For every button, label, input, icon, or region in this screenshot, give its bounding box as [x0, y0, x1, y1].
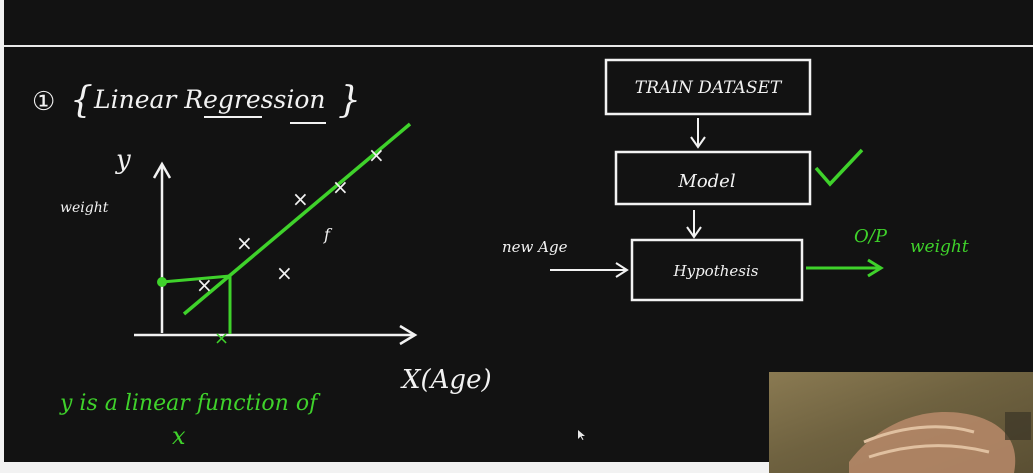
data-point: × — [292, 187, 309, 211]
projection-lines — [161, 274, 232, 334]
graph-axes — [134, 161, 418, 346]
train-dataset-box — [604, 58, 812, 116]
data-point: × — [196, 273, 213, 297]
y-quantity-label: weight — [60, 200, 109, 216]
checkmark-icon — [814, 148, 864, 187]
cursor-icon — [578, 430, 585, 440]
hypothesis-box — [630, 238, 804, 302]
data-point: × — [214, 328, 229, 349]
whiteboard-drawing: ① { Linear Regression } y weight X(Age) … — [4, 45, 1033, 450]
arrow-down-icon — [686, 210, 702, 239]
model-box — [614, 150, 812, 206]
model-label: Model — [677, 171, 735, 192]
output-value: weight — [910, 237, 969, 257]
y-axis-label: y — [115, 145, 131, 175]
data-point: × — [368, 143, 385, 167]
arrow-right-icon — [550, 262, 629, 278]
title-text: Linear Regression — [93, 85, 325, 114]
scatter-points: × × × × × × × — [196, 143, 385, 349]
intercept-point — [157, 277, 167, 287]
title-close-brace: } — [338, 80, 361, 121]
note-line-1: y is a linear function of — [59, 391, 321, 416]
arrow-down-icon — [690, 118, 706, 149]
data-point: × — [236, 231, 253, 255]
data-point: × — [276, 261, 293, 285]
note-line-2: x — [172, 422, 186, 450]
x-axis-label: X(Age) — [400, 365, 492, 395]
line-label: f — [323, 225, 333, 244]
arrow-right-icon — [806, 258, 884, 278]
input-label: new Age — [502, 238, 568, 256]
train-dataset-label: TRAIN DATASET — [635, 78, 783, 98]
hypothesis-label: Hypothesis — [673, 262, 759, 280]
output-label: O/P — [854, 226, 888, 247]
whiteboard: ① { Linear Regression } y weight X(Age) … — [4, 0, 1033, 462]
webcam-feed — [849, 412, 1031, 473]
webcam-overlay — [769, 372, 1033, 473]
data-point: × — [332, 175, 349, 199]
regression-line — [182, 122, 412, 316]
title-number: ① — [32, 87, 55, 117]
title-open-brace: { — [70, 80, 93, 121]
